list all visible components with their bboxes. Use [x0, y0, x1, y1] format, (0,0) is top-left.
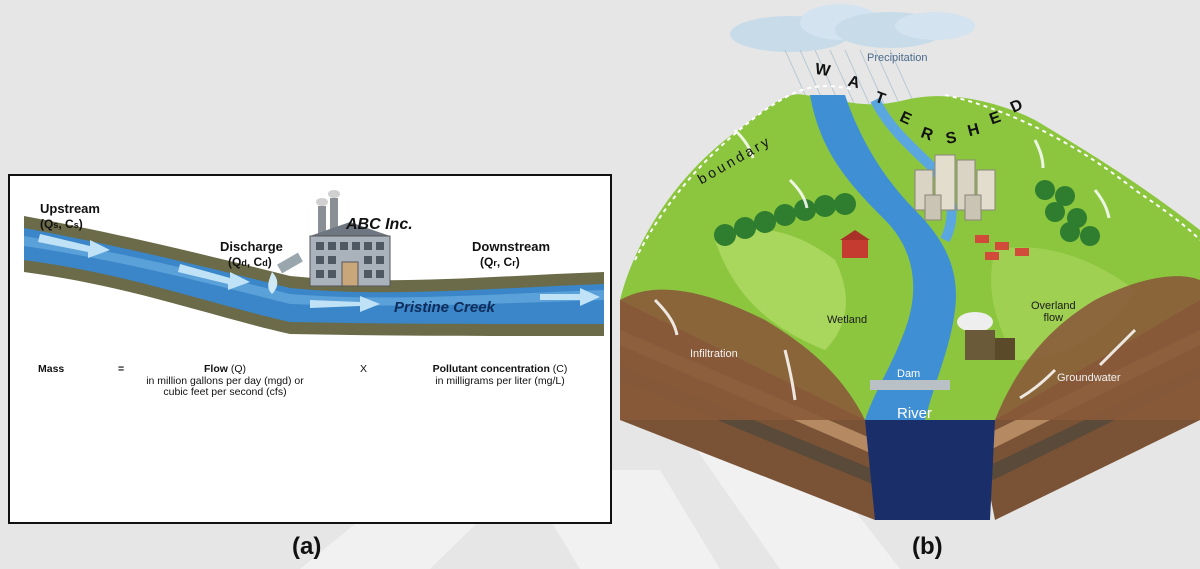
precipitation-label: Precipitation: [867, 52, 928, 64]
factory-icon-b: [957, 312, 1015, 360]
watershed-letter-s: S: [944, 129, 959, 148]
overland-flow-label: Overland flow: [1031, 300, 1076, 325]
wetland-label: Wetland: [827, 314, 868, 326]
pollutant-block: Pollutant concentration (C) in milligram…: [432, 363, 568, 387]
creek-label: Pristine Creek: [394, 299, 495, 316]
city-icon: [914, 154, 996, 221]
caption-a: (a): [292, 533, 322, 560]
barn-icon: [840, 230, 870, 258]
watershed-letter-w: W: [813, 60, 832, 81]
river-label: River: [897, 405, 933, 422]
discharge-sub-label: (Qd, Cd): [228, 255, 272, 269]
panel-b-watershed-diagram: Precipitation W A T E R S H E D boundary…: [615, 0, 1200, 528]
downstream-sub-label: (Qr, Cr): [480, 255, 520, 269]
caption-b: (b): [912, 533, 943, 560]
equals-sign: =: [118, 363, 125, 375]
discharge-label: Discharge: [220, 239, 283, 254]
creek-illustration: [24, 190, 604, 336]
groundwater-label: Groundwater: [1057, 372, 1121, 384]
flow-block: Flow (Q) in million gallons per day (mgd…: [146, 363, 304, 399]
cloud-icon: [730, 4, 975, 52]
times-sign: X: [360, 363, 368, 375]
panel-a-pollution-diagram: Upstream (Qs, Cs) Discharge (Qd, Cd) ABC…: [8, 174, 612, 524]
infiltration-label: Infiltration: [690, 348, 738, 360]
watershed-illustration: [620, 4, 1200, 520]
dam-label: Dam: [897, 368, 921, 380]
factory-icon: [309, 190, 391, 287]
mass-label: Mass: [38, 363, 65, 375]
upstream-label: Upstream: [40, 201, 100, 216]
downstream-label: Downstream: [472, 239, 551, 254]
upstream-sub-label: (Qs, Cs): [40, 217, 83, 231]
company-label: ABC Inc.: [346, 216, 413, 233]
